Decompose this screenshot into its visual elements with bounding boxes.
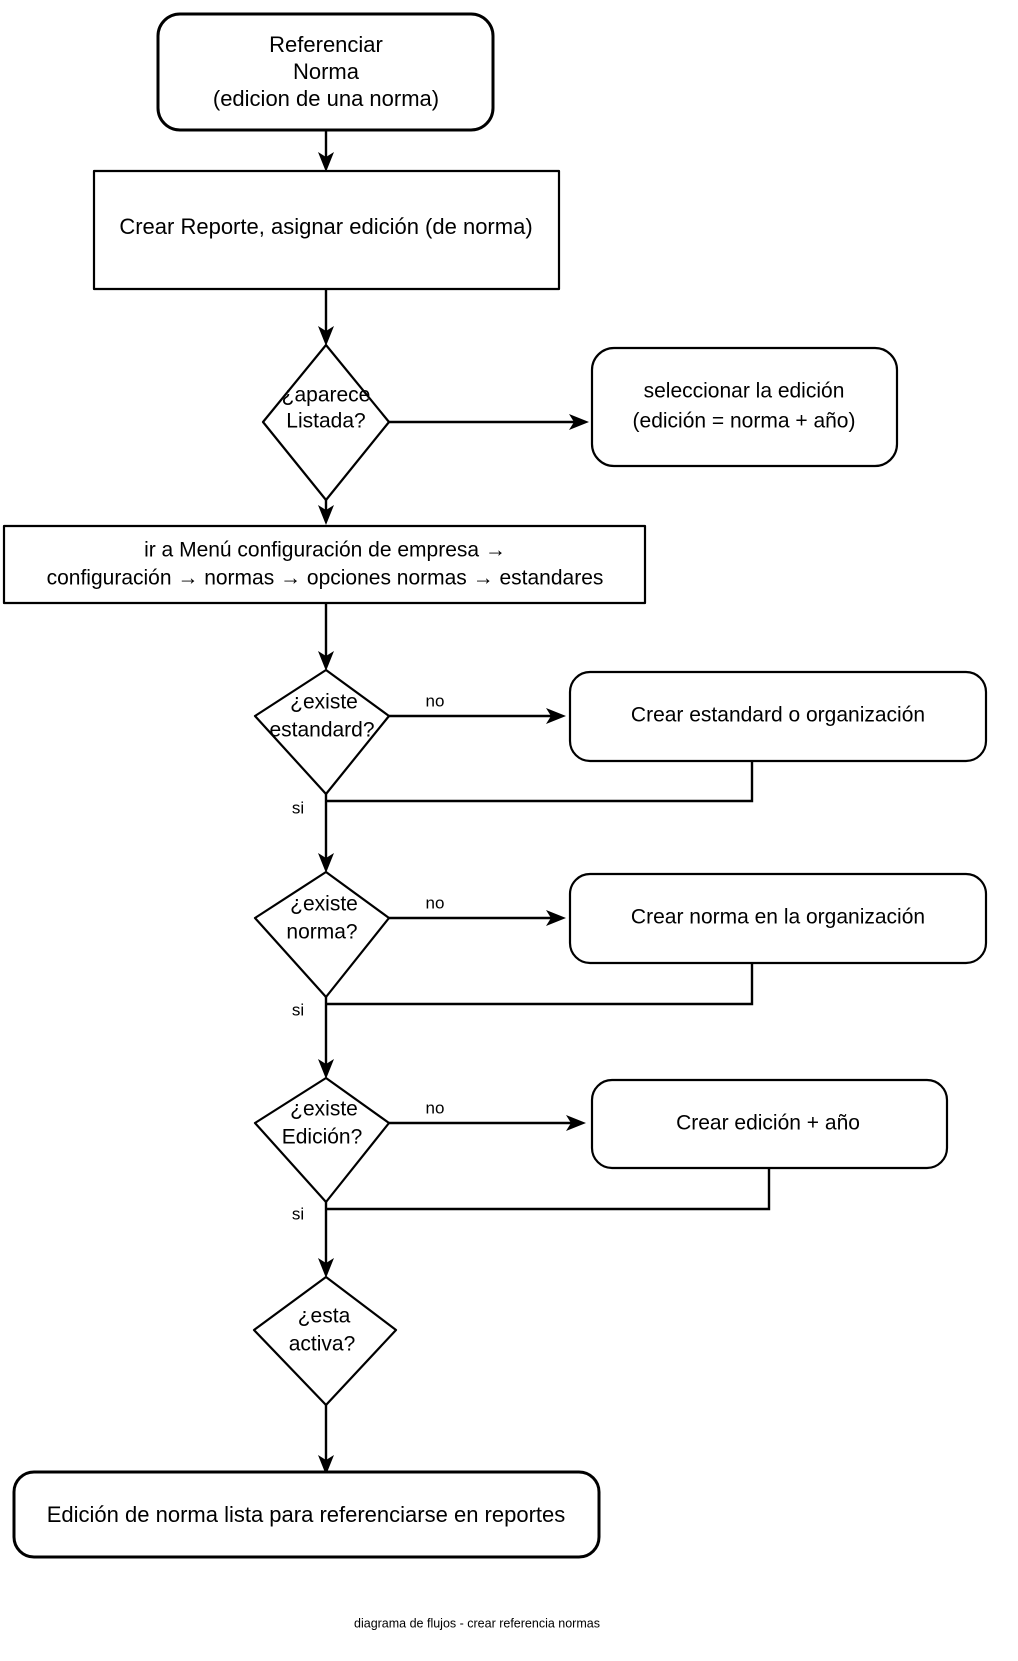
node-existe-edicion-line2: Edición? xyxy=(282,1126,363,1149)
node-crear-norma-label: Crear norma en la organización xyxy=(631,906,925,929)
node-existe-norma-line1: ¿existe xyxy=(290,893,358,916)
node-fin[interactable]: Edición de norma lista para referenciars… xyxy=(12,1470,601,1559)
node-existe-edicion-line1: ¿existe xyxy=(290,1098,358,1121)
node-fin-label: Edición de norma lista para referenciars… xyxy=(47,1502,566,1527)
node-crear-reporte-label: Crear Reporte, asignar edición (de norma… xyxy=(119,214,532,239)
node-aparece-listada-line2: Listada? xyxy=(286,410,365,433)
node-start[interactable]: Referenciar Norma (edicion de una norma) xyxy=(156,12,495,132)
edge-label-norma-si: si xyxy=(292,1000,304,1019)
connector-crear-norma-feedback xyxy=(326,963,754,1006)
node-crear-edicion[interactable]: Crear edición + año xyxy=(590,1078,949,1170)
node-esta-activa[interactable]: ¿esta activa? xyxy=(252,1275,398,1407)
connector-start-to-crear-reporte xyxy=(318,130,334,172)
connector-aparece-listada-to-seleccionar-edicion xyxy=(389,414,589,430)
node-crear-norma[interactable]: Crear norma en la organización xyxy=(568,872,988,965)
node-start-shape xyxy=(156,12,495,132)
connector-esta-activa-to-fin xyxy=(318,1405,334,1475)
node-crear-edicion-label: Crear edición + año xyxy=(676,1112,860,1135)
node-existe-norma-line2: norma? xyxy=(286,921,357,944)
node-aparece-listada-line1: ¿aparece xyxy=(282,384,371,407)
edge-label-estandard-no: no xyxy=(426,691,445,710)
diagram-caption: diagrama de flujos - crear referencia no… xyxy=(354,1616,600,1630)
node-aparece-listada-shape xyxy=(261,343,391,502)
node-crear-reporte-shape xyxy=(92,169,561,291)
node-esta-activa-line2: activa? xyxy=(289,1333,356,1356)
node-crear-edicion-shape xyxy=(590,1078,949,1170)
edge-label-estandard-si: si xyxy=(292,798,304,817)
node-existe-estandard-line2: estandard? xyxy=(269,719,374,742)
connector-crear-edicion-feedback xyxy=(326,1168,771,1211)
node-seleccionar-edicion-shape xyxy=(590,346,899,468)
node-seleccionar-edicion-line2: (edición = norma + año) xyxy=(633,410,856,433)
node-ir-a-menu[interactable]: ir a Menú configuración de empresa → con… xyxy=(2,524,647,605)
node-existe-estandard-line1: ¿existe xyxy=(290,691,358,714)
node-existe-estandard-shape xyxy=(253,668,391,796)
node-crear-estandard-label: Crear estandard o organización xyxy=(631,704,925,727)
connector-existe-norma-no xyxy=(389,910,566,926)
node-crear-estandard[interactable]: Crear estandard o organización xyxy=(568,670,988,763)
node-seleccionar-edicion[interactable]: seleccionar la edición (edición = norma … xyxy=(590,346,899,468)
connector-existe-estandard-no xyxy=(389,708,566,724)
node-existe-norma[interactable]: ¿existe norma? xyxy=(253,870,391,999)
node-ir-a-menu-line1: ir a Menú configuración de empresa → xyxy=(144,539,506,562)
node-existe-norma-shape xyxy=(253,870,391,999)
node-crear-estandard-shape xyxy=(568,670,988,763)
connector-crear-reporte-to-aparece-listada xyxy=(318,290,334,346)
edge-label-norma-no: no xyxy=(426,893,445,912)
node-start-line3: (edicion de una norma) xyxy=(213,86,439,111)
node-crear-norma-shape xyxy=(568,872,988,965)
connector-aparece-listada-to-ir-a-menu xyxy=(318,500,334,525)
node-existe-edicion-shape xyxy=(253,1076,391,1204)
node-aparece-listada[interactable]: ¿aparece Listada? xyxy=(261,343,391,502)
connector-existe-estandard-si xyxy=(318,794,334,873)
node-crear-reporte[interactable]: Crear Reporte, asignar edición (de norma… xyxy=(92,169,561,291)
connector-ir-a-menu-to-existe-estandard xyxy=(318,603,334,671)
edge-label-edicion-si: si xyxy=(292,1204,304,1223)
connector-existe-norma-si xyxy=(318,997,334,1079)
node-ir-a-menu-line2: configuración → normas → opciones normas… xyxy=(47,567,604,590)
node-start-line2: Norma xyxy=(293,59,360,84)
node-ir-a-menu-shape xyxy=(2,524,647,605)
connector-existe-edicion-no xyxy=(389,1115,586,1131)
edge-label-edicion-no: no xyxy=(426,1098,445,1117)
node-esta-activa-shape xyxy=(252,1275,398,1407)
node-esta-activa-line1: ¿esta xyxy=(298,1305,351,1328)
connector-crear-estandard-feedback xyxy=(326,761,754,803)
node-fin-shape xyxy=(12,1470,601,1559)
node-start-line1: Referenciar xyxy=(269,32,383,57)
node-seleccionar-edicion-line1: seleccionar la edición xyxy=(644,380,845,403)
node-existe-edicion[interactable]: ¿existe Edición? xyxy=(253,1076,391,1204)
node-existe-estandard[interactable]: ¿existe estandard? xyxy=(253,668,391,796)
connector-existe-edicion-si xyxy=(318,1202,334,1278)
